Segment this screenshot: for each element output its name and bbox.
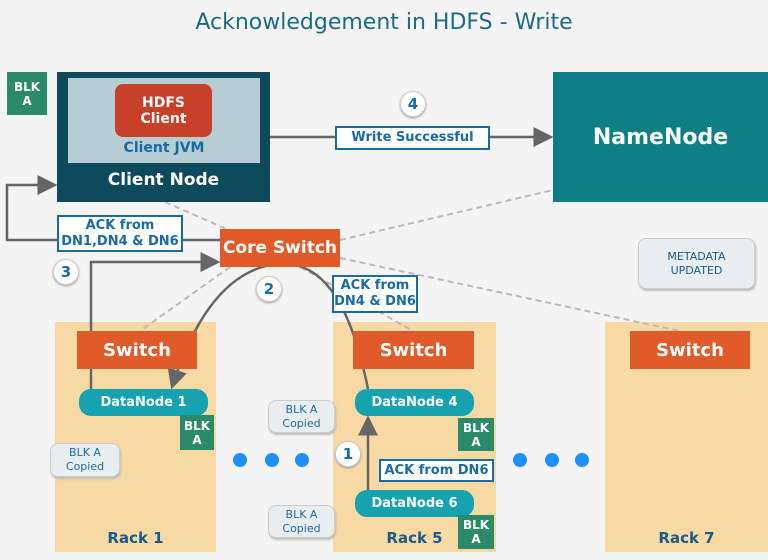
step-4: 4 [400, 91, 426, 117]
ellipsis-dot [265, 453, 279, 467]
step-1: 1 [335, 441, 361, 467]
ellipsis-dot [575, 453, 589, 467]
ellipsis-dot [513, 453, 527, 467]
write-successful-label: Write Successful [335, 126, 490, 150]
block-a-dn1: BLK A [180, 415, 214, 450]
ack-all-label: ACK from DN1,DN4 & DN6 [57, 215, 183, 252]
core-switch[interactable]: Core Switch [220, 229, 340, 267]
ack-dn6-label: ACK from DN6 [379, 459, 494, 482]
copied-note-dn1: BLK A Copied [50, 443, 120, 477]
rack-7-label: Rack 7 [658, 529, 715, 547]
metadata-updated-note: METADATA UPDATED [638, 238, 755, 289]
client-jvm-label: Client JVM [123, 140, 205, 156]
ellipsis-dot [233, 453, 247, 467]
diagram-title: Acknowledgement in HDFS - Write [195, 10, 573, 35]
client-node[interactable]: HDFS Client Client JVM Client Node [57, 72, 270, 202]
switch-rack-1[interactable]: Switch [77, 331, 197, 369]
ack-dn4-dn6-label: ACK from DN4 & DN6 [332, 275, 418, 313]
switch-rack-5[interactable]: Switch [353, 331, 474, 369]
copied-note-dn6: BLK A Copied [268, 505, 335, 538]
rack-1-label: Rack 1 [107, 529, 164, 547]
copied-note-dn4: BLK A Copied [268, 400, 335, 433]
ellipsis-dot [545, 453, 559, 467]
hdfs-client[interactable]: HDFS Client [115, 84, 212, 137]
ellipsis-dot [295, 453, 309, 467]
block-a: BLK A [7, 72, 47, 115]
client-node-label: Client Node [107, 170, 220, 190]
datanode-6[interactable]: DataNode 6 [355, 490, 474, 517]
datanode-4[interactable]: DataNode 4 [355, 389, 474, 416]
step-3: 3 [53, 259, 79, 285]
namenode[interactable]: NameNode [553, 72, 768, 202]
rack-5-label: Rack 5 [386, 529, 443, 547]
datanode-1[interactable]: DataNode 1 [79, 389, 208, 416]
client-jvm: HDFS Client Client JVM [68, 78, 260, 163]
switch-rack-7[interactable]: Switch [630, 331, 750, 369]
block-a-dn6: BLK A [458, 515, 494, 549]
step-2: 2 [256, 276, 282, 302]
block-a-dn4: BLK A [458, 418, 494, 451]
